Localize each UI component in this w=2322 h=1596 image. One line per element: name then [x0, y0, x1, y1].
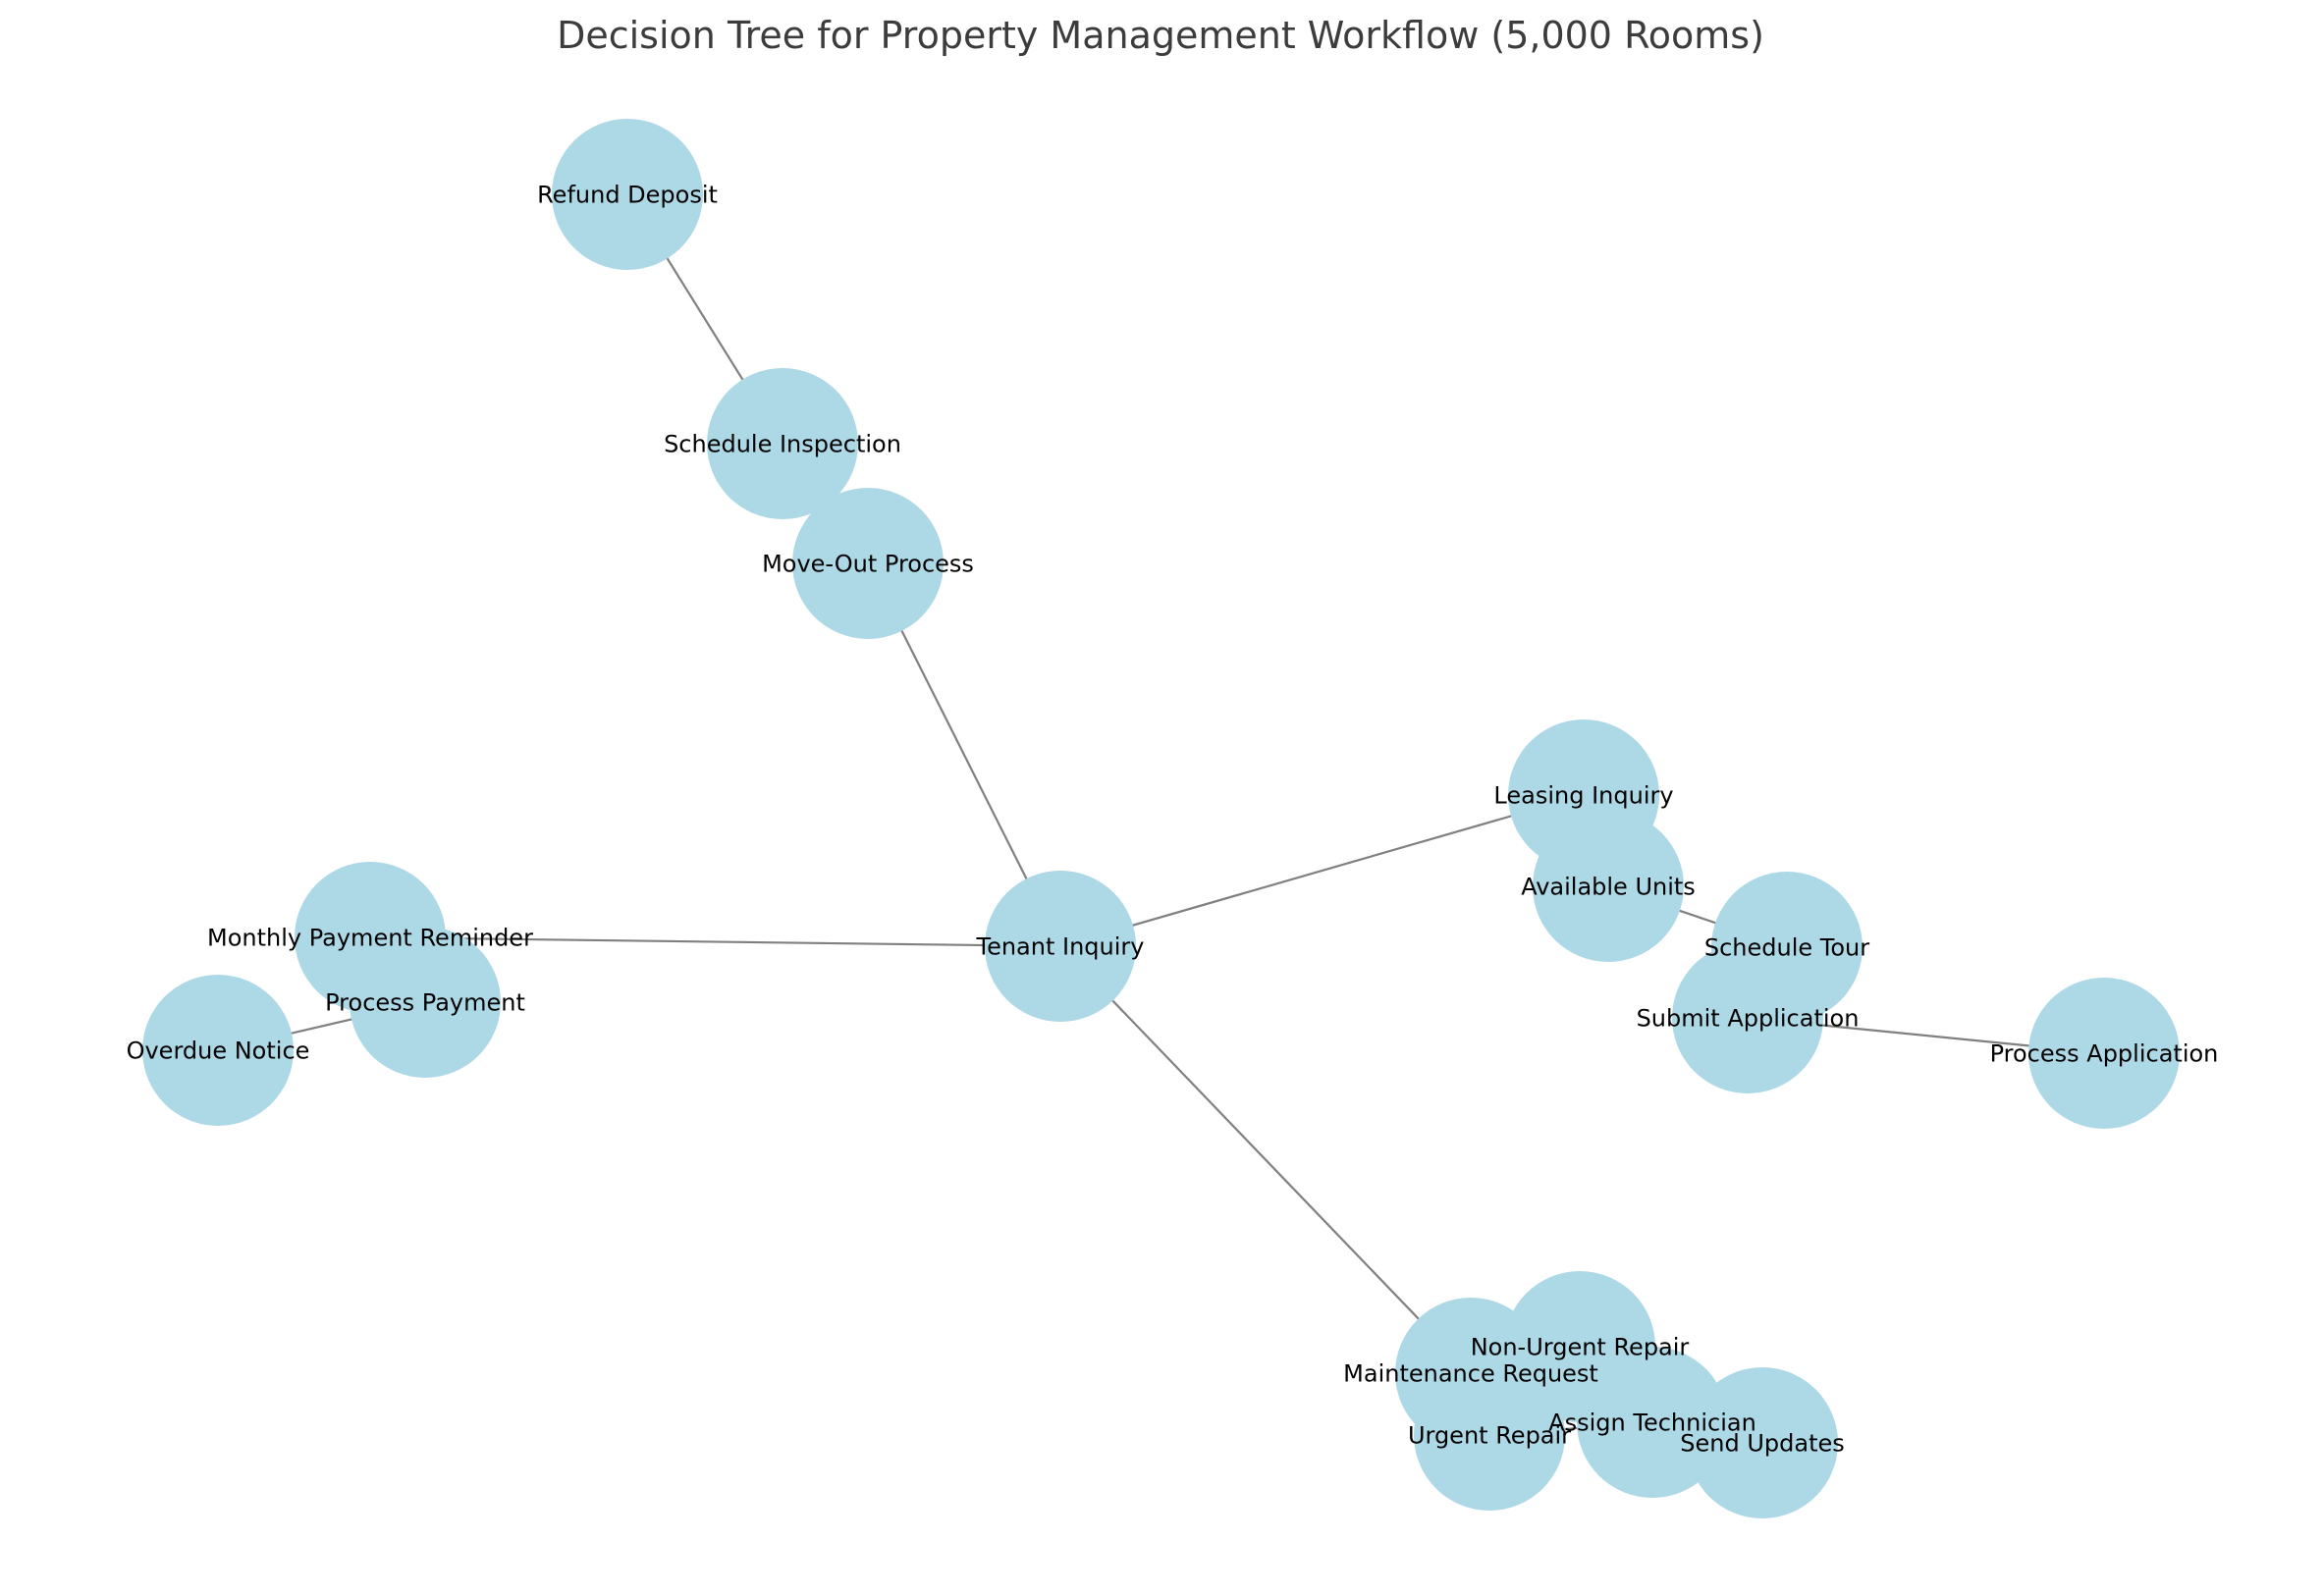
node-layer: [142, 119, 2180, 1518]
node-label-schedule_inspection: Schedule Inspection: [664, 430, 901, 457]
graph-node-urgent_repair: [1414, 1359, 1565, 1511]
figure-title: Decision Tree for Property Management Wo…: [557, 14, 1764, 57]
graph-node-overdue_notice: [142, 975, 294, 1126]
node-label-send_updates: Send Updates: [1680, 1429, 1845, 1457]
node-label-tenant_inquiry: Tenant Inquiry: [976, 932, 1145, 960]
node-label-urgent_repair: Urgent Repair: [1408, 1421, 1571, 1449]
node-label-refund_deposit: Refund Deposit: [537, 181, 718, 208]
graph-edge-tenant_inquiry-leasing_inquiry: [1059, 793, 1585, 948]
node-label-overdue_notice: Overdue Notice: [127, 1037, 310, 1064]
node-label-leasing_inquiry: Leasing Inquiry: [1493, 781, 1673, 809]
edge-layer: [217, 193, 2105, 1445]
node-label-maintenance_request: Maintenance Request: [1343, 1359, 1598, 1387]
graph-node-send_updates: [1687, 1367, 1838, 1518]
node-label-monthly_payment_reminder: Monthly Payment Reminder: [207, 924, 533, 951]
graph-node-tenant_inquiry: [985, 871, 1136, 1022]
graph-node-schedule_inspection: [707, 368, 858, 519]
graph-node-submit_application: [1672, 942, 1823, 1093]
node-label-submit_application: Submit Application: [1637, 1004, 1860, 1032]
graph-edge-tenant_inquiry-monthly_payment_reminder: [369, 935, 1061, 948]
node-label-process_application: Process Application: [1990, 1039, 2219, 1067]
node-label-available_units: Available Units: [1521, 873, 1696, 900]
node-label-non_urgent_repair: Non-Urgent Repair: [1471, 1333, 1690, 1360]
graph-node-available_units: [1533, 811, 1684, 962]
graph-node-process_payment: [350, 927, 501, 1078]
node-label-schedule_tour: Schedule Tour: [1704, 933, 1869, 961]
node-label-process_payment: Process Payment: [325, 988, 525, 1016]
graph-node-process_application: [2028, 978, 2180, 1129]
graph-node-refund_deposit: [552, 119, 703, 270]
node-label-move_out_process: Move-Out Process: [762, 550, 974, 577]
label-layer: Tenant Inquiry Move-Out Process Schedule I…: [127, 181, 2219, 1457]
graph-node-move_out_process: [792, 488, 944, 639]
node-label-assign_technician: Assign Technician: [1548, 1409, 1756, 1436]
graph-edge-tenant_inquiry-maintenance_request: [1059, 945, 1472, 1374]
